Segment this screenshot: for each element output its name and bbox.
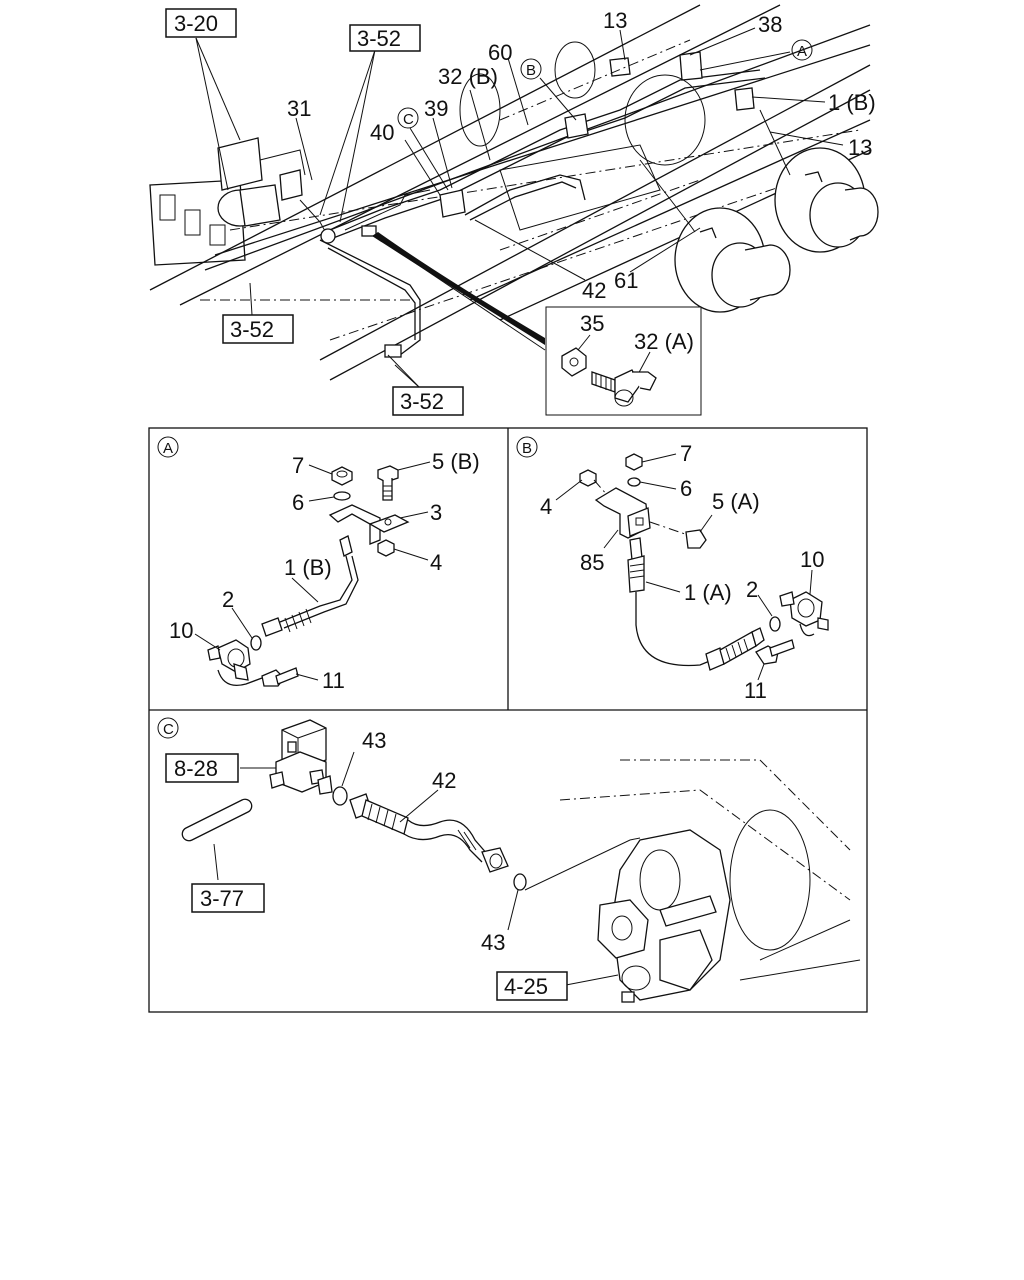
panel-b-marker: B bbox=[522, 440, 532, 457]
label-a-7: 7 bbox=[292, 453, 304, 478]
label-b-10: 10 bbox=[800, 547, 824, 572]
label-40: 40 bbox=[370, 120, 394, 145]
ref-3-52-top: 3-52 bbox=[357, 26, 401, 51]
label-b-85: 85 bbox=[580, 550, 604, 575]
label-35: 35 bbox=[580, 311, 604, 336]
label-32b: 32 (B) bbox=[438, 64, 498, 89]
label-42-top: 42 bbox=[582, 278, 606, 303]
label-a-4: 4 bbox=[430, 550, 442, 575]
overview-reference-boxes: 3-20 3-52 3-52 3-52 bbox=[165, 8, 464, 416]
label-b-7: 7 bbox=[680, 441, 692, 466]
label-61: 61 bbox=[614, 268, 638, 293]
chassis-overview bbox=[149, 4, 879, 389]
label-a-10: 10 bbox=[169, 618, 193, 643]
label-38: 38 bbox=[758, 12, 782, 37]
ref-3-52-bottom: 3-52 bbox=[400, 389, 444, 414]
label-a-3: 3 bbox=[430, 500, 442, 525]
label-1b-top: 1 (B) bbox=[828, 90, 876, 115]
label-b-2: 2 bbox=[746, 577, 758, 602]
label-b-4: 4 bbox=[540, 494, 552, 519]
label-39: 39 bbox=[424, 96, 448, 121]
label-c-43-top: 43 bbox=[362, 728, 386, 753]
label-a-11: 11 bbox=[322, 668, 345, 693]
marker-b-top: B bbox=[526, 62, 536, 79]
panel-c-marker: C bbox=[163, 721, 174, 738]
label-b-6: 6 bbox=[680, 476, 692, 501]
label-b-5a: 5 (A) bbox=[712, 489, 760, 514]
ref-3-77: 3-77 bbox=[200, 886, 244, 911]
label-a-2: 2 bbox=[222, 587, 234, 612]
label-b-1a: 1 (A) bbox=[684, 580, 732, 605]
label-31: 31 bbox=[287, 96, 311, 121]
label-b-11: 11 bbox=[744, 678, 767, 703]
marker-a-top: A bbox=[797, 43, 807, 60]
panel-b: B bbox=[516, 436, 829, 703]
ref-4-25: 4-25 bbox=[504, 974, 548, 999]
ref-3-52-left: 3-52 bbox=[230, 317, 274, 342]
panel-a-marker: A bbox=[163, 440, 173, 457]
label-a-5b: 5 (B) bbox=[432, 449, 480, 474]
ref-3-20: 3-20 bbox=[174, 11, 218, 36]
panel-c: C bbox=[157, 717, 861, 1003]
panel-a: A bbox=[157, 436, 480, 693]
marker-c-top: C bbox=[403, 111, 414, 128]
label-13-right: 13 bbox=[848, 135, 872, 160]
overview-circled-markers: A B C bbox=[397, 39, 813, 129]
overview-labels: 13 38 60 32 (B) 1 (B) 31 39 40 13 42 61 bbox=[287, 8, 876, 303]
label-a-6: 6 bbox=[292, 490, 304, 515]
label-13-top: 13 bbox=[603, 8, 627, 33]
label-c-42: 42 bbox=[432, 768, 456, 793]
panel-c-reference-boxes: 8-28 3-77 4-25 bbox=[165, 753, 568, 1001]
label-60: 60 bbox=[488, 40, 512, 65]
inset-detail-35-32a: 35 32 (A) bbox=[545, 306, 702, 416]
label-c-43-bottom: 43 bbox=[481, 930, 505, 955]
ref-8-28: 8-28 bbox=[174, 756, 218, 781]
label-32a: 32 (A) bbox=[634, 329, 694, 354]
label-a-1b: 1 (B) bbox=[284, 555, 332, 580]
